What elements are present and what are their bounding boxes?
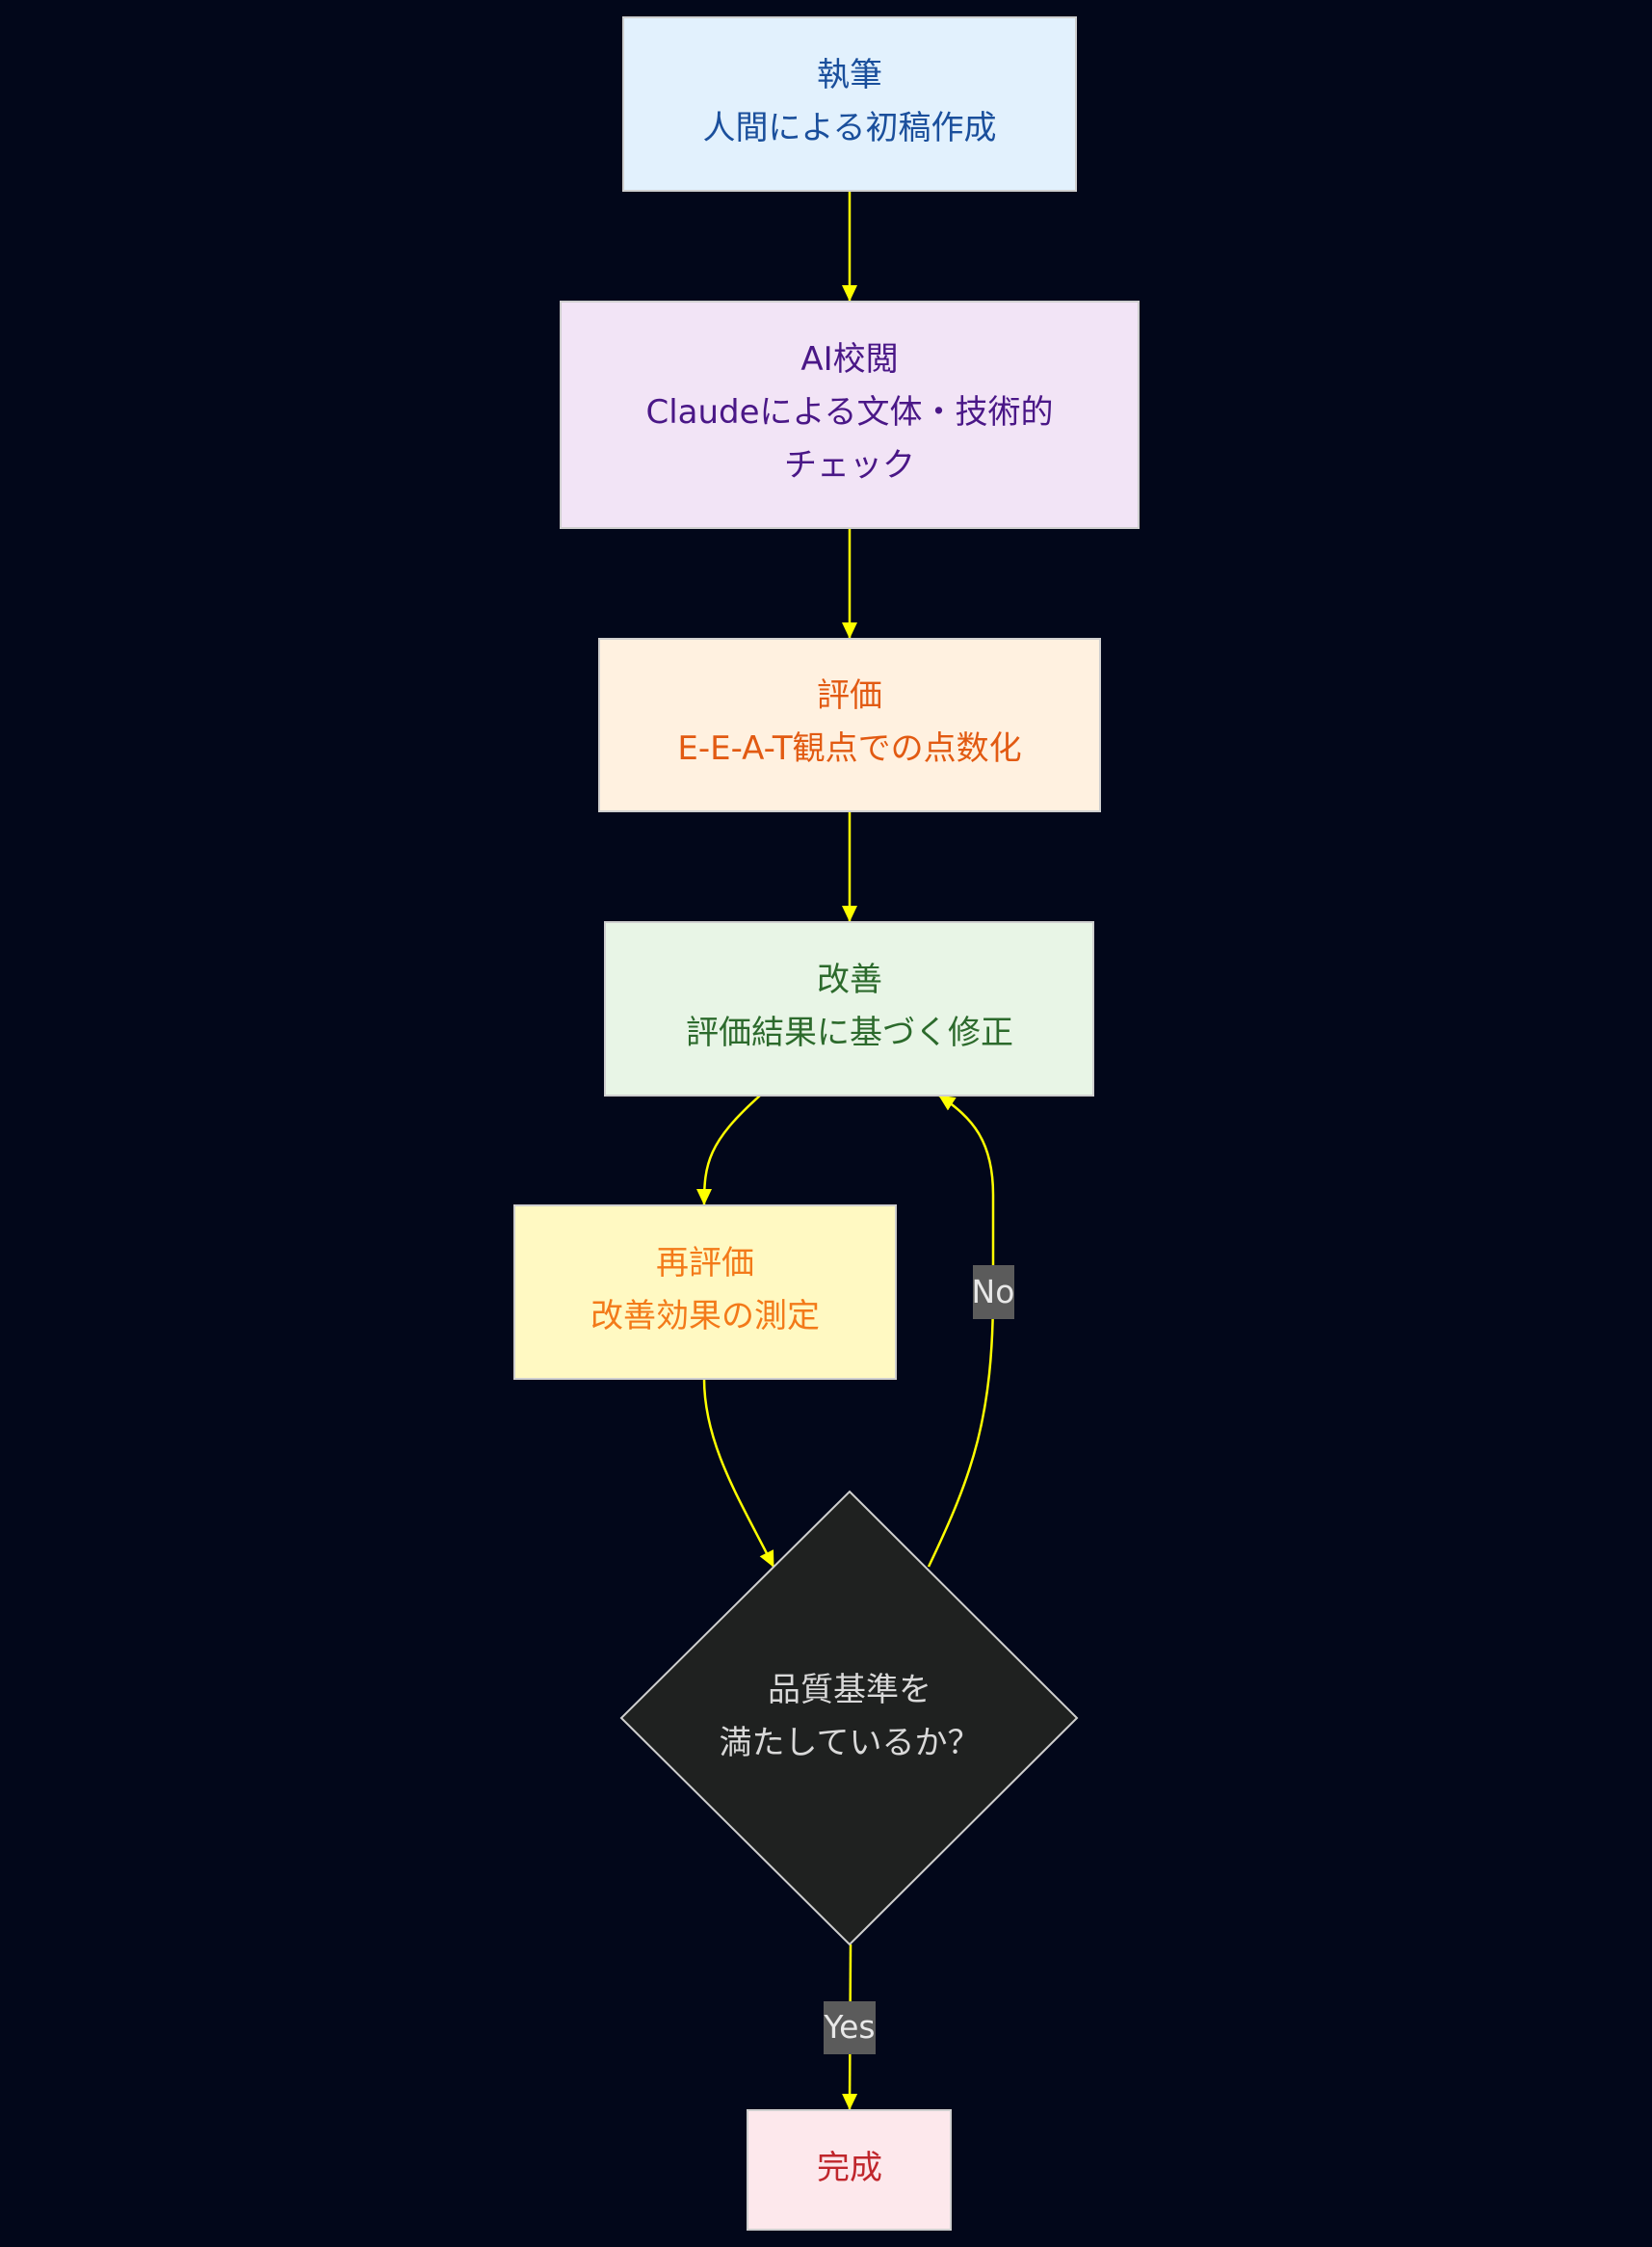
node-done: 完成 [747,2109,952,2231]
edge-label-no: No [972,1265,1015,1319]
node-ai-review-box [560,301,1140,529]
node-improve-box [604,921,1094,1097]
node-write: 執筆 人間による初稿作成 [622,16,1077,192]
node-write-title: 執筆 [817,56,882,94]
edge-label-no-bg [973,1265,1014,1319]
node-decision: 品質基準を 満たしているか？ [619,1490,1079,1946]
node-write-desc: 人間による初稿作成 [703,109,997,147]
edge-label-no-text: No [972,1273,1015,1310]
node-decision-line2: 満たしているか？ [720,1724,981,1762]
edge-reevaluate-to-decision [702,1378,775,1568]
node-evaluate-desc: E-E-A-T観点での点数化 [677,729,1021,768]
node-reevaluate-desc: 改善効果の測定 [590,1297,820,1335]
edge-improve-to-reevaluate [696,1095,761,1205]
node-improve-title: 改善 [817,961,882,999]
edge-label-yes: Yes [823,2001,876,2054]
node-improve: 改善 評価結果に基づく修正 [604,921,1094,1097]
node-done-title: 完成 [817,2149,882,2187]
edges [696,191,995,2110]
node-ai-review: AI校閲 Claudeによる文体・技術的 チェック [560,301,1140,529]
node-evaluate-box [598,638,1101,812]
edge-label-yes-text: Yes [823,2008,875,2046]
edge-label-yes-bg [824,2001,876,2054]
node-reevaluate-box [513,1204,897,1380]
node-ai-review-desc-line1: Claudeによる文体・技術的 [645,393,1053,432]
node-done-box [747,2109,952,2231]
node-decision-diamond [619,1490,1079,1946]
node-evaluate-title: 評価 [817,676,882,715]
edge-decision-to-improve-no [927,1094,995,1568]
node-reevaluate-title: 再評価 [656,1244,754,1282]
node-reevaluate: 再評価 改善効果の測定 [513,1204,897,1380]
node-decision-line1: 品質基準を [768,1671,931,1709]
node-evaluate: 評価 E-E-A-T観点での点数化 [598,638,1101,812]
node-improve-desc: 評価結果に基づく修正 [686,1014,1013,1052]
node-ai-review-title: AI校閲 [800,340,898,379]
node-ai-review-desc-line2: チェック [784,446,915,485]
node-write-box [622,16,1077,192]
